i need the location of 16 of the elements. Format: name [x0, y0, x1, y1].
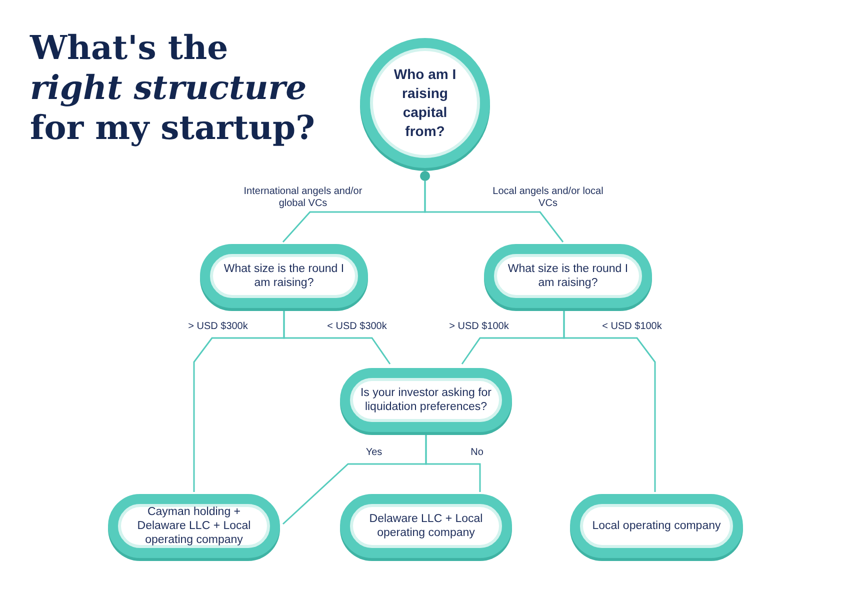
edge-label: < USD $300k — [327, 321, 387, 333]
question-circle: Who am I raising capital from? — [360, 38, 490, 168]
title: What's the right structure for my startup? — [30, 28, 316, 148]
connector-line — [283, 311, 391, 364]
edge-label: < USD $100k — [602, 321, 662, 333]
connector-line — [563, 311, 656, 492]
outcome-pill: Local operating company — [570, 494, 743, 558]
connector-line — [425, 435, 481, 492]
question-pill: What size is the round I am raising? — [200, 244, 368, 308]
outcome-pill: Cayman holding + Delaware LLC + Local operating company — [108, 494, 280, 558]
edge-label: > USD $100k — [449, 321, 509, 333]
outcome-pill: Delaware LLC + Local operating company — [340, 494, 512, 558]
question-pill: Is your investor asking for liquidation preferences? — [340, 368, 512, 432]
edge-label: > USD $300k — [188, 321, 248, 333]
connector-line — [424, 181, 564, 242]
question-pill: What size is the round I am raising? — [484, 244, 652, 308]
